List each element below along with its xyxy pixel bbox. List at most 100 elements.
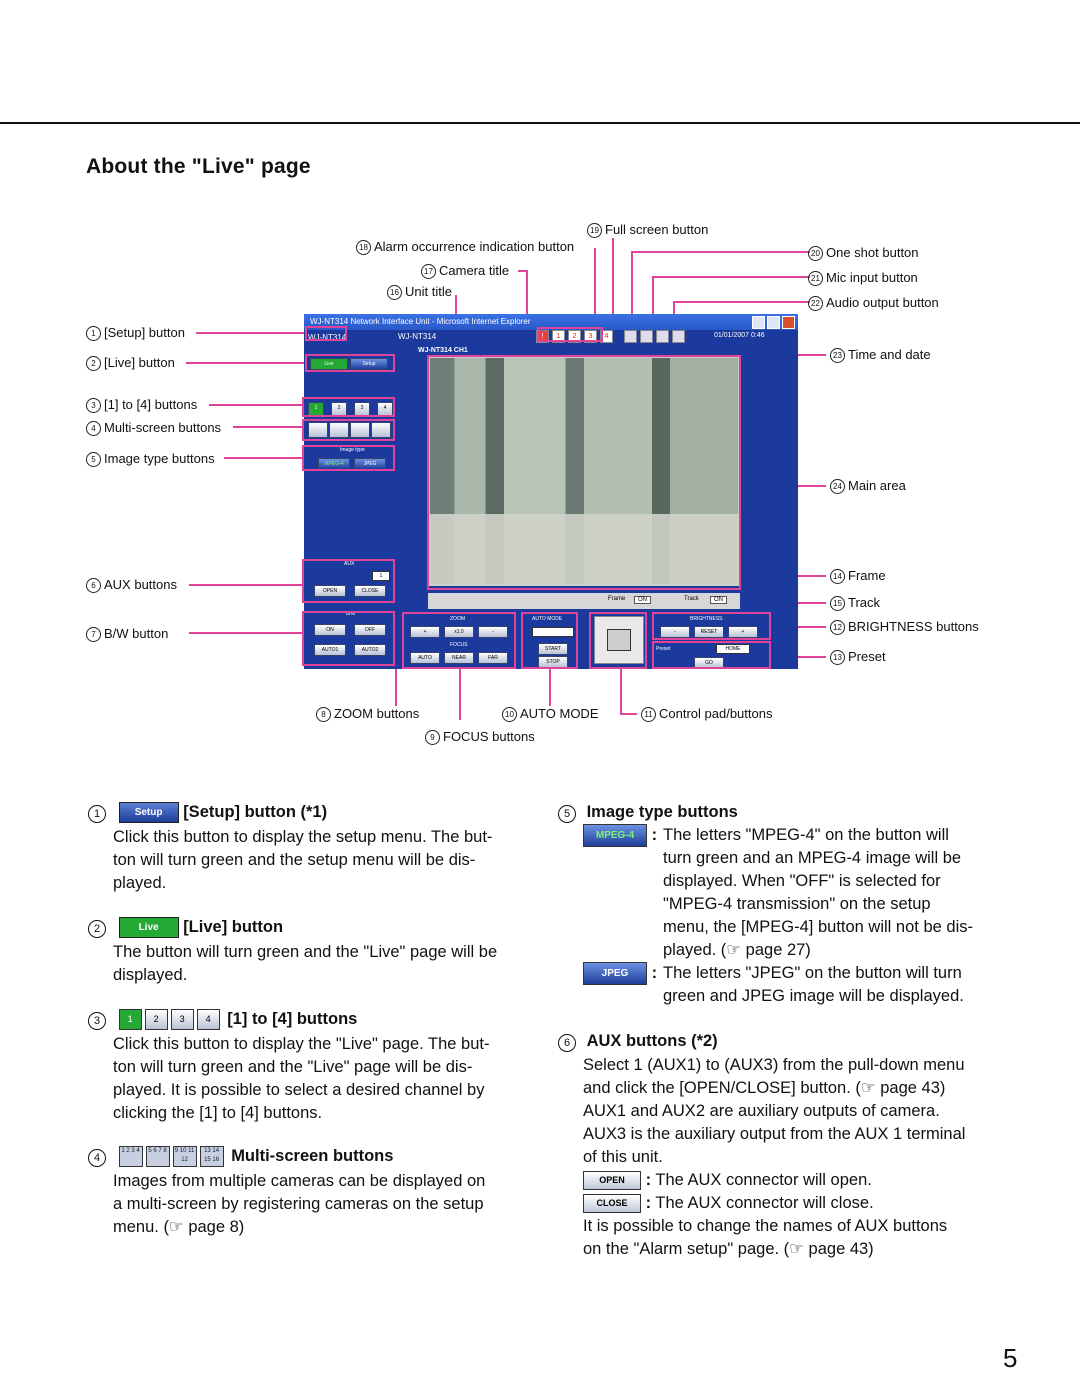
maximize-icon[interactable] (767, 316, 780, 329)
section-aux-buttons: 6 AUX buttons (*2) (558, 1030, 998, 1053)
control-pad-center[interactable] (607, 629, 631, 651)
text-line: The letters "MPEG-4" on the button will (663, 826, 949, 844)
preset-label: Preset (656, 646, 671, 652)
focus-near-button[interactable]: NEAR (444, 652, 474, 664)
text-line: displayed. When "OFF" is selected for (663, 872, 941, 890)
multi-screen-image-4: 13 14 15 16 (199, 1146, 224, 1168)
brightness-label: BRIGHTNESS (690, 616, 723, 622)
brightness-reset-button[interactable]: RESET (694, 626, 724, 638)
track-select[interactable]: ON (710, 596, 727, 604)
auto-mode-select[interactable] (532, 627, 574, 637)
zoom-out-button[interactable]: - (478, 626, 508, 638)
text-line: The button will turn green and the "Live… (113, 943, 498, 961)
mpeg4-button[interactable]: MPEG-4 (318, 458, 350, 470)
text-line: Click this button to display the "Live" … (113, 1035, 490, 1053)
alarm-2[interactable]: 2 (568, 330, 581, 343)
brightness-minus-button[interactable]: - (660, 626, 690, 638)
alarm-4[interactable]: 4 (600, 330, 613, 343)
text-line: ton will turn green and the "Live" page … (113, 1058, 473, 1076)
window-titlebar: WJ-NT314 Network Interface Unit - Micros… (304, 314, 798, 330)
aux-open-button[interactable]: OPEN (314, 585, 346, 597)
jpeg-button-row: JPEG : (583, 962, 693, 986)
focus-far-button[interactable]: FAR (478, 652, 508, 664)
text-line: Images from multiple cameras can be disp… (113, 1172, 486, 1190)
text-line: played. (☞ page 27) (663, 941, 811, 959)
zoom-x1-button[interactable]: x1.0 (444, 626, 474, 638)
cam-button-3[interactable]: 3 (354, 402, 370, 416)
text-line: Click this button to display the setup m… (113, 828, 493, 846)
section-number: 3 (88, 1012, 106, 1030)
minimize-icon[interactable] (752, 316, 765, 329)
text-line: AUX1 and AUX2 are auxiliary outputs of c… (583, 1102, 940, 1120)
section-number: 2 (88, 920, 106, 938)
bw-label: B/W (346, 611, 356, 617)
close-button-image: CLOSE (583, 1194, 641, 1214)
top-rule (0, 122, 1080, 124)
text-line: "MPEG-4 transmission" on the setup (663, 895, 931, 913)
page-title: About the "Live" page (86, 155, 311, 178)
frame-select[interactable]: ON (634, 596, 651, 604)
alarm-1[interactable]: 1 (552, 330, 565, 343)
brightness-plus-button[interactable]: + (728, 626, 758, 638)
bw-auto2-button[interactable]: AUTO2 (354, 644, 386, 656)
speaker-icon[interactable] (672, 330, 685, 343)
live-button[interactable]: Live (310, 358, 348, 370)
section-heading: [Live] button (183, 918, 284, 936)
cam-button-4[interactable]: 4 (377, 402, 393, 416)
aux-select[interactable]: 1 (372, 571, 390, 581)
bw-auto1-button[interactable]: AUTO1 (314, 644, 346, 656)
cam-button-1[interactable]: 1 (308, 402, 324, 416)
camera-icon[interactable] (640, 330, 653, 343)
control-pad[interactable] (594, 616, 644, 664)
bw-off-button[interactable]: OFF (354, 624, 386, 636)
jpeg-button[interactable]: JPEG (354, 458, 386, 470)
text-line: clicking the [1] to [4] buttons. (113, 1104, 323, 1122)
section-aux-text: Select 1 (AUX1) to (AUX3) from the pull-… (583, 1054, 1013, 1169)
alarm-3[interactable]: 3 (584, 330, 597, 343)
section-setup-text: Click this button to display the setup m… (113, 826, 533, 895)
aux-close-button[interactable]: CLOSE (354, 585, 386, 597)
preset-go-button[interactable]: GO (694, 657, 724, 669)
multi-screen-3[interactable] (350, 422, 370, 438)
full-screen-icon[interactable] (624, 330, 637, 343)
mpeg4-button-row: MPEG-4 : (583, 824, 693, 848)
multi-screen-2[interactable] (329, 422, 349, 438)
camera-title: WJ-NT314 CH1 (418, 347, 468, 354)
auto-mode-start-button[interactable]: START (538, 643, 568, 655)
preset-select[interactable]: HOME (716, 644, 750, 654)
section-number: 6 (558, 1034, 576, 1052)
text-line: AUX3 is the auxiliary output from the AU… (583, 1125, 966, 1143)
callout-live-button: 2[Live] button (86, 355, 175, 371)
focus-auto-button[interactable]: AUTO (410, 652, 440, 664)
num-button-2-image: 2 (144, 1009, 168, 1031)
text-line: It is possible to change the names of AU… (583, 1217, 948, 1235)
alarm-indication-icon[interactable]: ! (536, 330, 549, 343)
close-icon[interactable] (782, 316, 795, 329)
multi-screen-4[interactable] (371, 422, 391, 438)
frame-label: Frame (608, 596, 626, 602)
cam-button-2[interactable]: 2 (331, 402, 347, 416)
text-line: a multi-screen by registering cameras on… (113, 1195, 484, 1213)
setup-button[interactable]: Setup (350, 358, 388, 370)
auto-mode-stop-button[interactable]: STOP (538, 656, 568, 668)
mic-icon[interactable] (656, 330, 669, 343)
bw-on-button[interactable]: ON (314, 624, 346, 636)
multi-screen-1[interactable] (308, 422, 328, 438)
focus-label: FOCUS (450, 642, 468, 648)
section-heading: [Setup] button (*1) (183, 803, 328, 821)
zoom-in-button[interactable]: + (410, 626, 440, 638)
